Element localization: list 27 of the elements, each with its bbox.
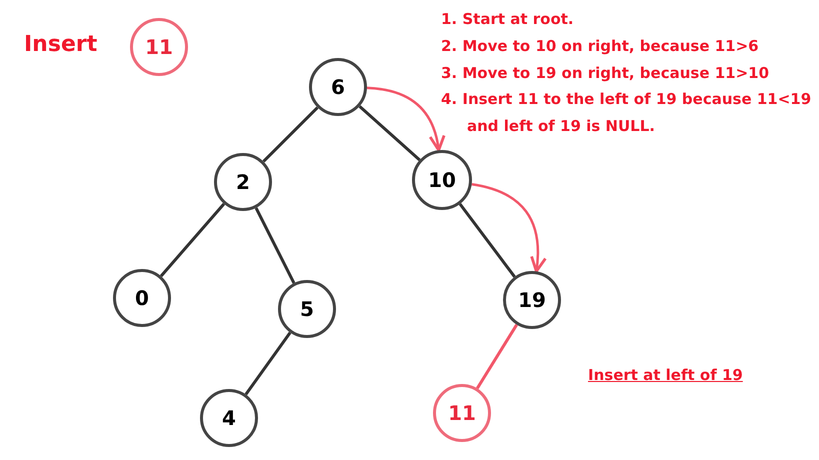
tree-edge <box>160 202 226 278</box>
tree-edge <box>476 324 518 390</box>
step-text: 3. Move to 19 on right, because 11>10 <box>441 63 770 84</box>
tree-edge <box>254 207 296 284</box>
tree-edge <box>262 106 319 163</box>
tree-node-circle <box>214 153 272 211</box>
tree-edge <box>244 332 292 396</box>
node-value: 4 <box>222 406 236 430</box>
node-value: 11 <box>145 35 173 59</box>
tree-edge <box>458 203 516 278</box>
step-text: 1. Start at root. <box>441 9 575 30</box>
node-value: 11 <box>448 401 476 425</box>
node-value: 2 <box>236 170 250 194</box>
node-value: 6 <box>331 75 345 99</box>
curved-arrow <box>366 86 445 152</box>
tree-node-circle <box>412 150 472 210</box>
node-value: 19 <box>518 288 546 312</box>
curved-arrow <box>471 182 546 273</box>
node-value: 10 <box>428 168 456 192</box>
node-value: 0 <box>135 286 149 310</box>
heading-text: Insert <box>24 32 98 57</box>
step-text: 4. Insert 11 to the left of 19 because 11<19 and left of 19 is NULL. <box>441 89 812 136</box>
tree-edge <box>358 105 421 162</box>
step-text: 2. Move to 10 on right, because 11>6 <box>441 36 760 57</box>
tree-node-circle <box>309 58 367 116</box>
node-value: 5 <box>300 297 314 321</box>
result-note: Insert at left of 19 <box>588 365 743 386</box>
